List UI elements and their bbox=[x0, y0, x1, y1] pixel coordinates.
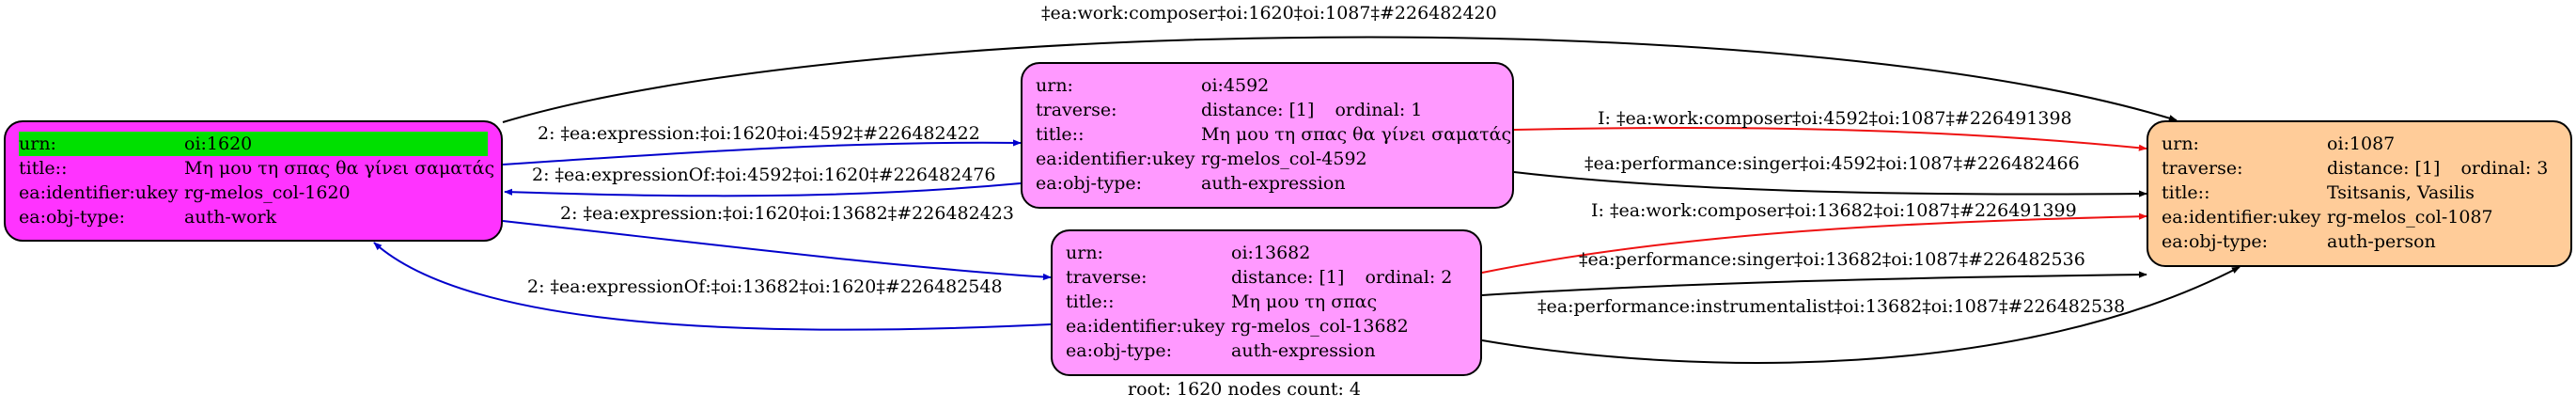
urn-key: urn: bbox=[1066, 243, 1103, 263]
ukey-value: rg-melos_col-13682 bbox=[1231, 316, 1409, 337]
title-key: title:: bbox=[2162, 182, 2210, 203]
traverse-key: traverse: bbox=[2162, 158, 2243, 179]
edge-label-expression-13682: 2: ‡ea:expression:‡oi:1620‡oi:13682‡#226… bbox=[560, 203, 1014, 224]
ukey-row: ea:identifier:ukey rg-melos_col-13682 bbox=[1066, 314, 1467, 338]
type-row: ea:obj-type: auth-person bbox=[2162, 229, 2557, 254]
edge-label-composer-top: ‡ea:work:composer‡oi:1620‡oi:1087‡#22648… bbox=[1041, 3, 1497, 24]
ukey-value: rg-melos_col-1620 bbox=[184, 182, 351, 203]
edge-label-singer-4592: ‡ea:performance:singer‡oi:4592‡oi:1087‡#… bbox=[1585, 153, 2080, 174]
urn-key: urn: bbox=[19, 134, 56, 154]
ukey-key: ea:identifier:ukey bbox=[19, 182, 179, 203]
distance-value: distance: [1] bbox=[2327, 158, 2441, 179]
urn-value: oi:1087 bbox=[2327, 134, 2396, 154]
ukey-row: ea:identifier:ukey rg-melos_col-4592 bbox=[1036, 147, 1499, 171]
urn-value: oi:4592 bbox=[1201, 75, 1270, 96]
traverse-key: traverse: bbox=[1036, 100, 1117, 120]
urn-row: urn: oi:1620 bbox=[19, 132, 488, 156]
ordinal-value: ordinal: 2 bbox=[1365, 267, 1453, 288]
node-root-work[interactable]: urn: oi:1620 title:: Μη μου τη σπας θα γ… bbox=[4, 120, 503, 242]
edge-composer-top bbox=[502, 36, 2178, 123]
ukey-row: ea:identifier:ukey rg-melos_col-1620 bbox=[19, 181, 488, 205]
ukey-value: rg-melos_col-4592 bbox=[1201, 149, 1367, 169]
title-value: Μη μου τη σπας θα γίνει σαματάς bbox=[1201, 124, 1512, 145]
traverse-value: distance: [1] ordinal: 3 bbox=[2327, 156, 2557, 181]
node-expression-13682[interactable]: urn: oi:13682 traverse: distance: [1] ord… bbox=[1051, 229, 1482, 376]
urn-value: oi:1620 bbox=[184, 134, 253, 154]
title-row: title:: Μη μου τη σπας θα γίνει σαματάς bbox=[1036, 122, 1511, 147]
ordinal-value: ordinal: 1 bbox=[1335, 100, 1423, 120]
traverse-value: distance: [1] ordinal: 1 bbox=[1201, 98, 1499, 122]
urn-row: urn: oi:1087 bbox=[2162, 132, 2557, 156]
title-key: title:: bbox=[1036, 124, 1085, 145]
edge-composer-4592 bbox=[1513, 127, 2147, 151]
urn-row: urn: oi:13682 bbox=[1066, 241, 1467, 265]
edge-label-expressionof-4592: 2: ‡ea:expressionOf:‡oi:4592‡oi:1620‡#22… bbox=[532, 165, 995, 185]
title-row: title:: Μη μου τη σπας bbox=[1066, 290, 1467, 314]
traverse-value: distance: [1] ordinal: 2 bbox=[1231, 265, 1467, 290]
edge-expression-13682 bbox=[502, 220, 1052, 281]
edge-expressionof-13682 bbox=[373, 242, 1052, 331]
title-row: title:: Μη μου τη σπας θα γίνει σαματάς bbox=[19, 156, 494, 181]
type-key: ea:obj-type: bbox=[1036, 173, 1143, 194]
edge-label-composer-13682: I: ‡ea:work:composer‡oi:13682‡oi:1087‡#2… bbox=[1591, 200, 2077, 221]
urn-key: urn: bbox=[2162, 134, 2199, 154]
ukey-value: rg-melos_col-1087 bbox=[2327, 207, 2493, 228]
type-value: auth-expression bbox=[1201, 173, 1346, 194]
edge-label-singer-13682: ‡ea:performance:singer‡oi:13682‡oi:1087‡… bbox=[1579, 249, 2085, 270]
ukey-row: ea:identifier:ukey rg-melos_col-1087 bbox=[2162, 205, 2557, 229]
type-key: ea:obj-type: bbox=[1066, 340, 1173, 361]
edge-singer-4592 bbox=[1513, 171, 2147, 197]
traverse-key: traverse: bbox=[1066, 267, 1147, 288]
traverse-row: traverse: distance: [1] ordinal: 1 bbox=[1036, 98, 1499, 122]
edge-label-composer-4592: I: ‡ea:work:composer‡oi:4592‡oi:1087‡#22… bbox=[1598, 108, 2072, 129]
type-key: ea:obj-type: bbox=[2162, 231, 2269, 252]
urn-key: urn: bbox=[1036, 75, 1073, 96]
edge-singer-13682 bbox=[1481, 271, 2147, 296]
title-key: title:: bbox=[19, 158, 68, 179]
traverse-row: traverse: distance: [1] ordinal: 3 bbox=[2162, 156, 2557, 181]
distance-value: distance: [1] bbox=[1201, 100, 1315, 120]
urn-value: oi:13682 bbox=[1231, 243, 1311, 263]
edge-label-expression-4592: 2: ‡ea:expression:‡oi:1620‡oi:4592‡#2264… bbox=[538, 123, 980, 144]
ukey-key: ea:identifier:ukey bbox=[2162, 207, 2321, 228]
urn-row: urn: oi:4592 bbox=[1036, 73, 1499, 98]
type-value: auth-expression bbox=[1231, 340, 1376, 361]
node-expression-4592[interactable]: urn: oi:4592 traverse: distance: [1] ordi… bbox=[1021, 62, 1514, 209]
traverse-row: traverse: distance: [1] ordinal: 2 bbox=[1066, 265, 1467, 290]
edge-composer-13682 bbox=[1481, 212, 2147, 274]
type-value: auth-work bbox=[184, 207, 277, 228]
edge-label-instrumentalist-13682: ‡ea:performance:instrumentalist‡oi:13682… bbox=[1538, 296, 2125, 317]
type-row: ea:obj-type: auth-expression bbox=[1036, 171, 1499, 196]
title-row: title:: Tsitsanis, Vasilis bbox=[2162, 181, 2557, 205]
distance-value: distance: [1] bbox=[1231, 267, 1345, 288]
edge-instrumentalist-13682 bbox=[1481, 266, 2240, 364]
node-person-1087[interactable]: urn: oi:1087 traverse: distance: [1] ordi… bbox=[2147, 120, 2572, 267]
edge-label-expressionof-13682: 2: ‡ea:expressionOf:‡oi:13682‡oi:1620‡#2… bbox=[527, 276, 1003, 297]
type-value: auth-person bbox=[2327, 231, 2436, 252]
edge-expressionof-4592 bbox=[504, 182, 1022, 197]
type-row: ea:obj-type: auth-expression bbox=[1066, 338, 1467, 363]
title-value: Tsitsanis, Vasilis bbox=[2327, 182, 2475, 203]
type-row: ea:obj-type: auth-work bbox=[19, 205, 488, 229]
title-value: Μη μου τη σπας θα γίνει σαματάς bbox=[184, 158, 495, 179]
graph-footer: root: 1620 nodes count: 4 bbox=[1128, 379, 1362, 400]
ukey-key: ea:identifier:ukey bbox=[1066, 316, 1226, 337]
title-value: Μη μου τη σπας bbox=[1231, 291, 1378, 312]
title-key: title:: bbox=[1066, 291, 1115, 312]
ukey-key: ea:identifier:ukey bbox=[1036, 149, 1195, 169]
edge-expression-4592 bbox=[502, 139, 1022, 165]
type-key: ea:obj-type: bbox=[19, 207, 126, 228]
ordinal-value: ordinal: 3 bbox=[2460, 158, 2549, 179]
